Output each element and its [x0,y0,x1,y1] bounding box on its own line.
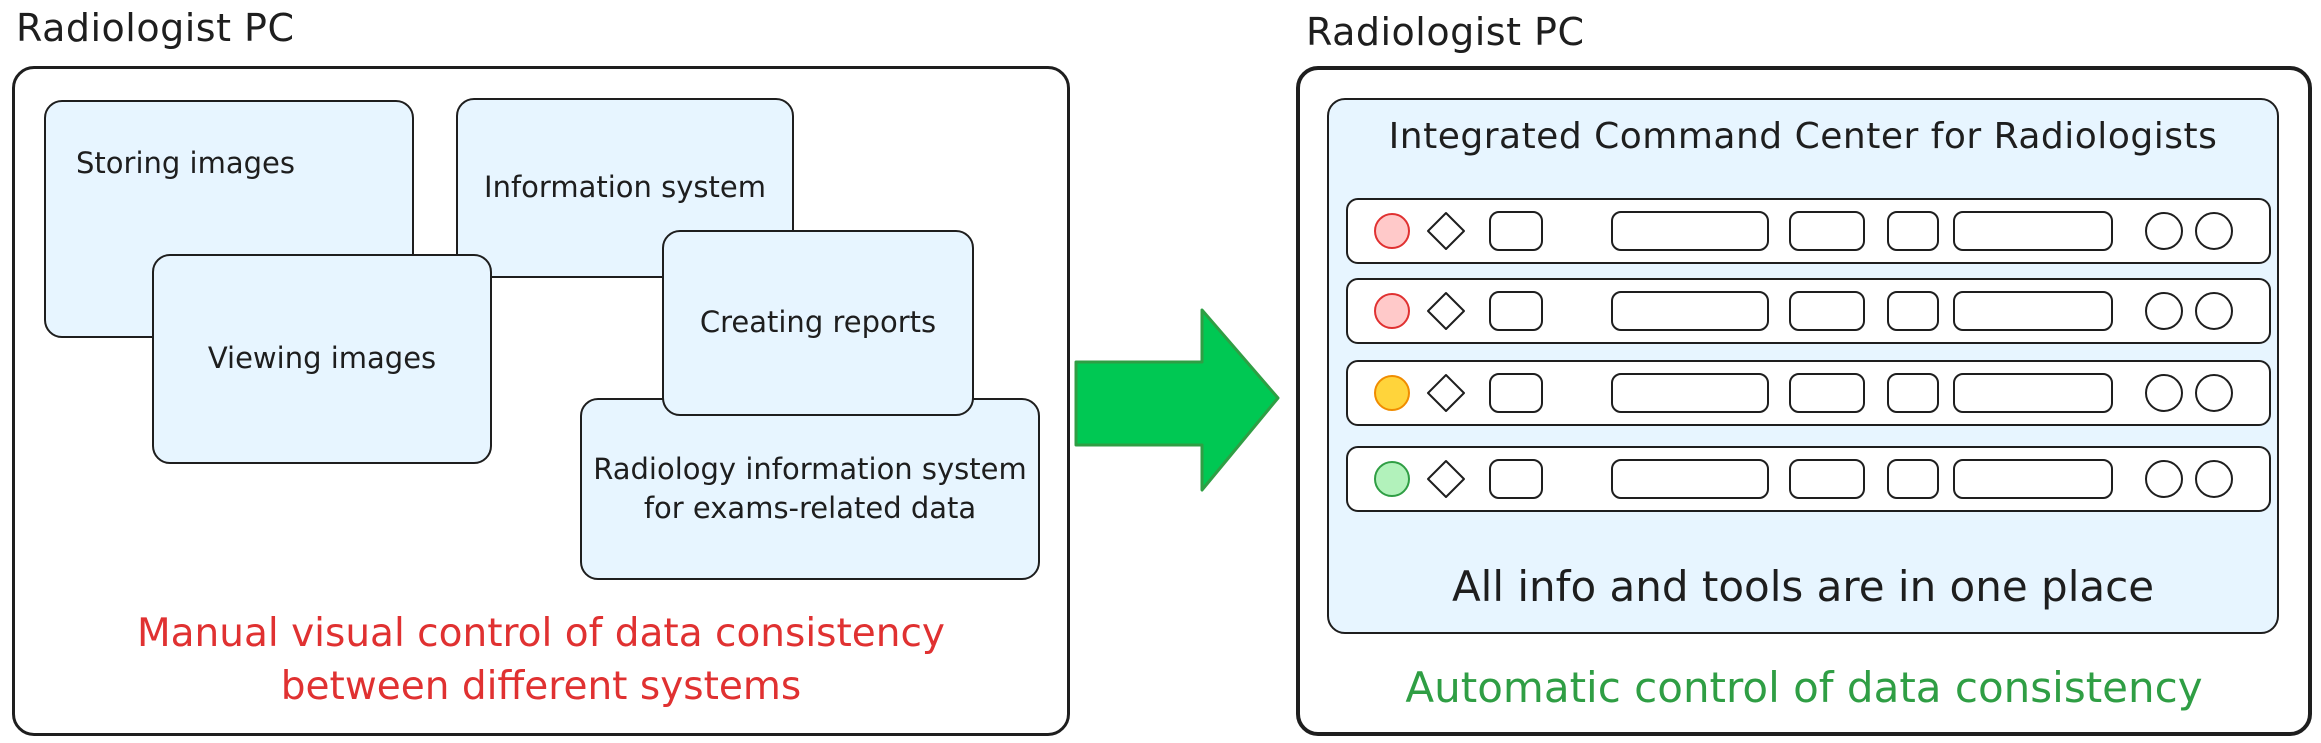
round-button[interactable] [2195,212,2233,250]
manual-control-line1: Manual visual control of data consistenc… [136,611,946,656]
wide-field[interactable] [1611,459,1769,499]
wide-field[interactable] [1953,291,2113,331]
wide-field[interactable] [1611,373,1769,413]
right-panel-title: Radiologist PC [1306,10,1585,54]
wide-field[interactable] [1611,291,1769,331]
command-center-title: Integrated Command Center for Radiologis… [1388,116,2218,157]
automatic-control-caption: Automatic control of data consistency [1405,663,2203,712]
viewing-images-box: Viewing images [152,254,492,464]
small-button[interactable] [1887,211,1939,251]
status-dot-icon [1374,375,1410,411]
medium-button[interactable] [1789,291,1865,331]
creating-reports-box: Creating reports [662,230,974,416]
square-button[interactable] [1489,459,1543,499]
medium-button[interactable] [1789,211,1865,251]
wide-field[interactable] [1611,211,1769,251]
ris-label-line2: for exams-related data [643,491,977,525]
diamond-icon[interactable] [1427,292,1465,330]
small-button[interactable] [1887,291,1939,331]
wide-field[interactable] [1953,459,2113,499]
round-button[interactable] [2195,292,2233,330]
square-button[interactable] [1489,211,1543,251]
diamond-icon[interactable] [1427,374,1465,412]
square-button[interactable] [1489,373,1543,413]
status-dot-icon [1374,213,1410,249]
viewing-images-label: Viewing images [207,341,437,376]
round-button[interactable] [2145,460,2183,498]
creating-reports-label: Creating reports [699,305,937,340]
round-button[interactable] [2145,212,2183,250]
information-system-label: Information system [484,170,766,205]
status-dot-icon [1374,293,1410,329]
all-in-one-caption: All info and tools are in one place [1451,562,2155,611]
ris-label-line1: Radiology information system [593,451,1027,486]
round-button[interactable] [2195,374,2233,412]
storing-images-label: Storing images [76,146,295,180]
round-button[interactable] [2195,460,2233,498]
manual-control-caption: Manual visual control of data consistenc… [12,608,1070,713]
wide-field[interactable] [1953,211,2113,251]
left-panel-title: Radiologist PC [16,6,295,50]
medium-button[interactable] [1789,373,1865,413]
radiology-information-system-box: Radiology information system for exams-r… [580,398,1040,580]
status-dot-icon [1374,461,1410,497]
square-button[interactable] [1489,291,1543,331]
medium-button[interactable] [1789,459,1865,499]
small-button[interactable] [1887,459,1939,499]
arrow-shape [1074,308,1280,492]
round-button[interactable] [2145,292,2183,330]
diamond-icon[interactable] [1427,212,1465,250]
round-button[interactable] [2145,374,2183,412]
small-button[interactable] [1887,373,1939,413]
wide-field[interactable] [1953,373,2113,413]
diamond-icon[interactable] [1427,460,1465,498]
manual-control-line2: between different systems [280,663,802,709]
